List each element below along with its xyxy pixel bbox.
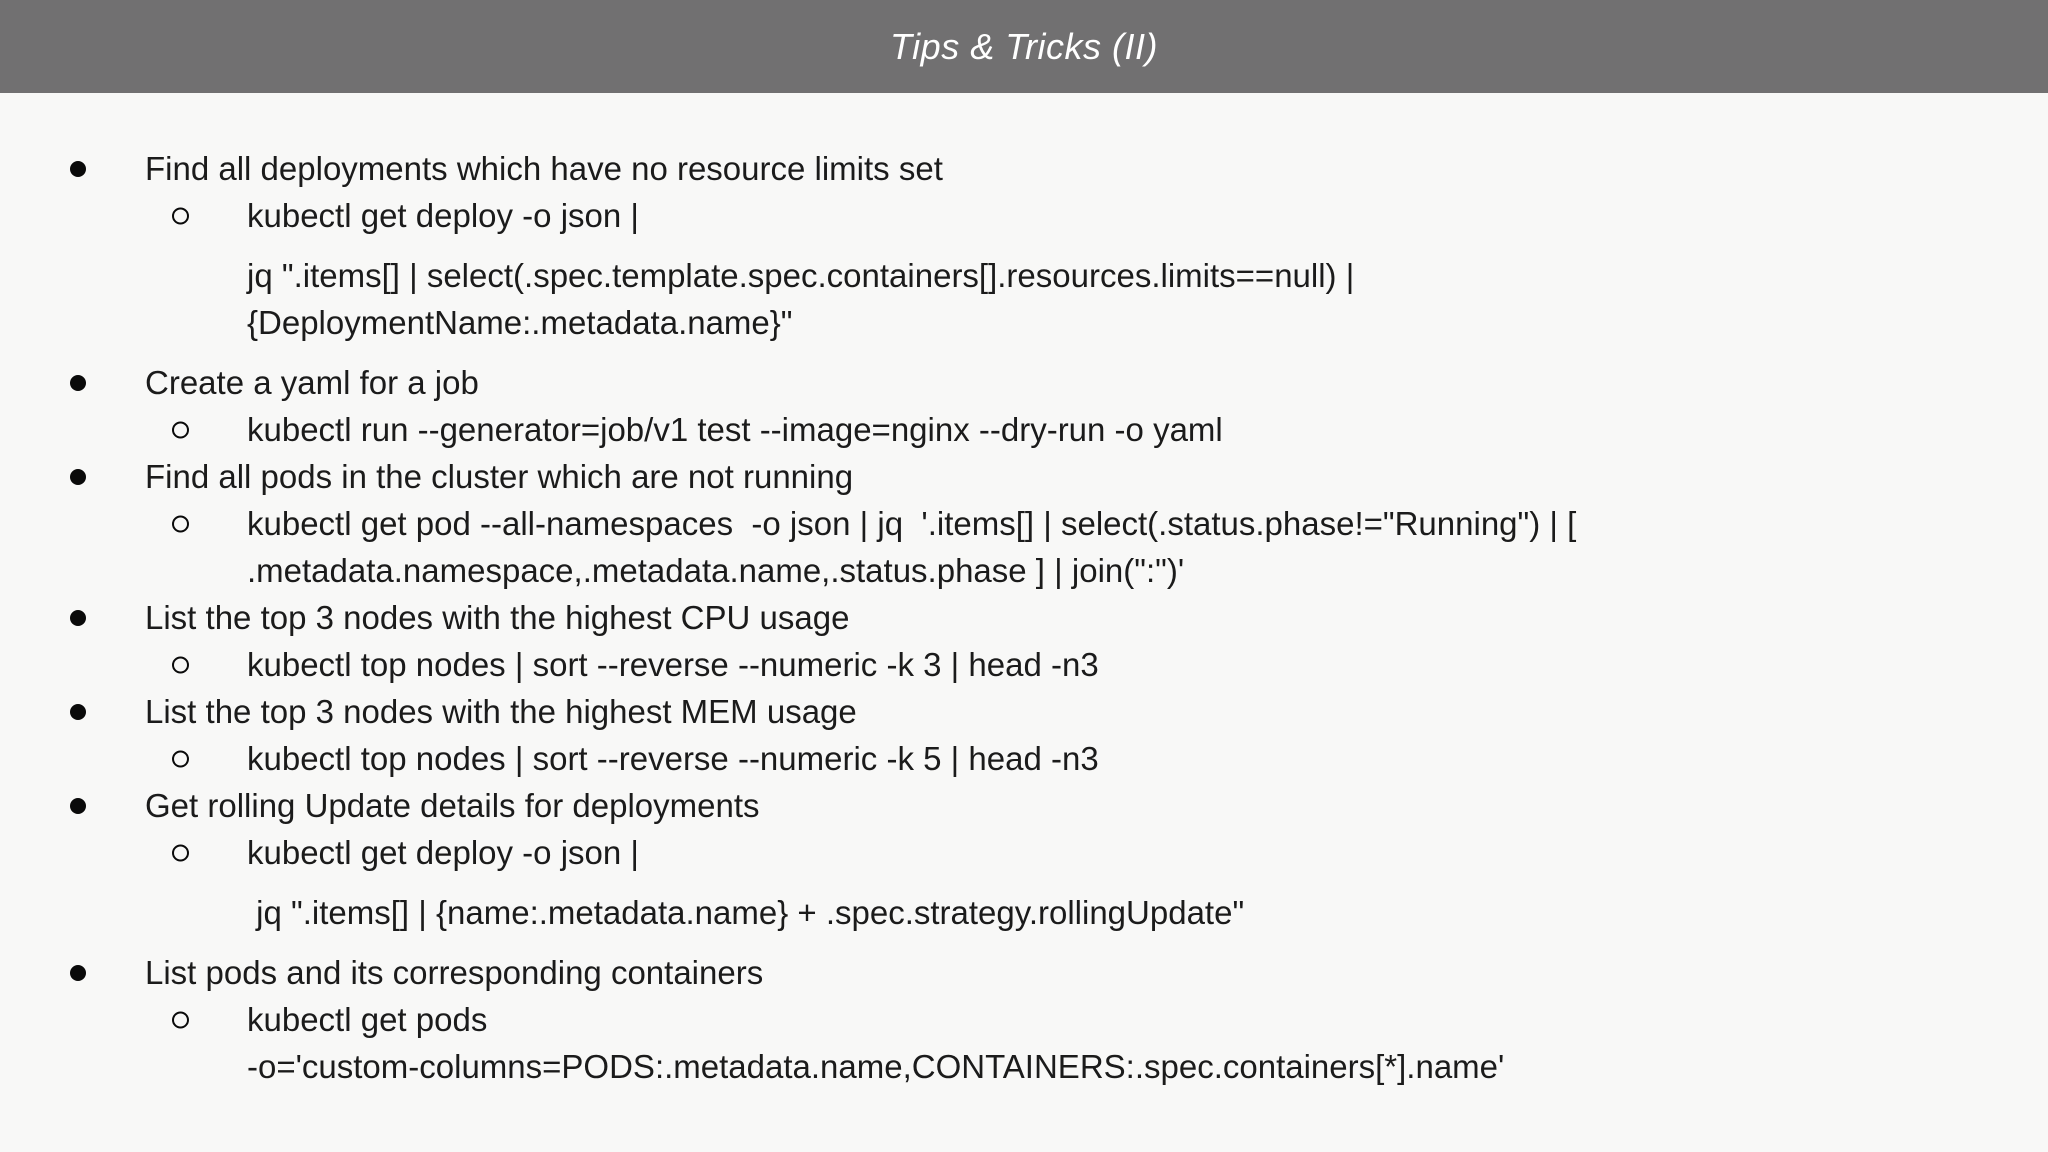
- line-text: jq ".items[] | {name:.metadata.name} + .…: [247, 893, 1245, 931]
- line-text: kubectl get pods: [247, 1000, 488, 1038]
- line-text: kubectl get deploy -o json |: [247, 196, 639, 234]
- line-text: Find all pods in the cluster which are n…: [145, 457, 854, 495]
- bullet-item: List the top 3 nodes with the highest ME…: [0, 688, 2048, 735]
- bullet-item: List the top 3 nodes with the highest CP…: [0, 594, 2048, 641]
- line-text: .metadata.namespace,.metadata.name,.stat…: [247, 551, 1185, 589]
- sub-bullet-item: kubectl top nodes | sort --reverse --num…: [0, 735, 2048, 782]
- circle-bullet-icon: [172, 750, 189, 767]
- disc-bullet-icon: [70, 797, 86, 814]
- circle-bullet-icon: [172, 656, 189, 673]
- bullet-item: Find all pods in the cluster which are n…: [0, 453, 2048, 500]
- bullet-list: Find all deployments which have no resou…: [0, 145, 2048, 1090]
- disc-bullet-icon: [70, 964, 86, 981]
- bullet-item: Create a yaml for a job: [0, 359, 2048, 406]
- sub-bullet-item: kubectl get deploy -o json |: [0, 829, 2048, 876]
- circle-bullet-icon: [172, 1011, 189, 1028]
- line-text: List the top 3 nodes with the highest CP…: [145, 598, 850, 636]
- bullet-item: Get rolling Update details for deploymen…: [0, 782, 2048, 829]
- line-text: Find all deployments which have no resou…: [145, 149, 943, 187]
- sub-bullet-item: kubectl run --generator=job/v1 test --im…: [0, 406, 2048, 453]
- disc-bullet-icon: [70, 609, 86, 626]
- sub-bullet-item: kubectl get pods: [0, 996, 2048, 1043]
- sub-bullet-item: kubectl get deploy -o json |: [0, 192, 2048, 239]
- bullet-item: List pods and its corresponding containe…: [0, 949, 2048, 996]
- line-text: {DeploymentName:.metadata.name}": [247, 303, 793, 341]
- line-text: List pods and its corresponding containe…: [145, 953, 764, 991]
- slide-title: Tips & Tricks (II): [890, 25, 1158, 67]
- disc-bullet-icon: [70, 468, 86, 485]
- circle-bullet-icon: [172, 844, 189, 861]
- bullet-item: Find all deployments which have no resou…: [0, 145, 2048, 192]
- circle-bullet-icon: [172, 421, 189, 438]
- line-text: kubectl top nodes | sort --reverse --num…: [247, 739, 1099, 777]
- line-text: -o='custom-columns=PODS:.metadata.name,C…: [247, 1047, 1505, 1085]
- line-text: kubectl run --generator=job/v1 test --im…: [247, 410, 1223, 448]
- sub-bullet-item: kubectl top nodes | sort --reverse --num…: [0, 641, 2048, 688]
- disc-bullet-icon: [70, 160, 86, 177]
- circle-bullet-icon: [172, 515, 189, 532]
- slide-title-bar: Tips & Tricks (II): [0, 0, 2048, 93]
- continuation-line: .metadata.namespace,.metadata.name,.stat…: [0, 547, 2048, 594]
- line-text: jq ".items[] | select(.spec.template.spe…: [247, 256, 1355, 294]
- continuation-line: {DeploymentName:.metadata.name}": [0, 299, 2048, 346]
- disc-bullet-icon: [70, 703, 86, 720]
- line-text: kubectl get deploy -o json |: [247, 833, 639, 871]
- line-text: Create a yaml for a job: [145, 363, 479, 401]
- continuation-line: -o='custom-columns=PODS:.metadata.name,C…: [0, 1043, 2048, 1090]
- circle-bullet-icon: [172, 207, 189, 224]
- slide-body: Find all deployments which have no resou…: [0, 93, 2048, 1090]
- line-text: List the top 3 nodes with the highest ME…: [145, 692, 857, 730]
- line-text: Get rolling Update details for deploymen…: [145, 786, 760, 824]
- sub-bullet-item: kubectl get pod --all-namespaces -o json…: [0, 500, 2048, 547]
- disc-bullet-icon: [70, 374, 86, 391]
- line-text: kubectl get pod --all-namespaces -o json…: [247, 504, 1577, 542]
- continuation-line: jq ".items[] | {name:.metadata.name} + .…: [0, 889, 2048, 936]
- line-text: kubectl top nodes | sort --reverse --num…: [247, 645, 1099, 683]
- continuation-line: jq ".items[] | select(.spec.template.spe…: [0, 252, 2048, 299]
